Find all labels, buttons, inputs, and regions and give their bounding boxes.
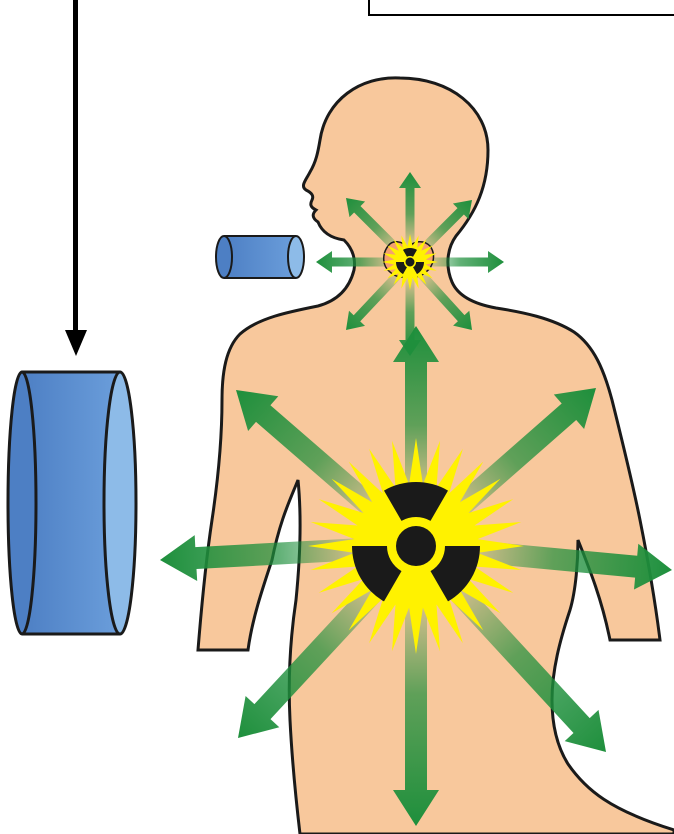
large-detector (8, 372, 136, 634)
small-detector (216, 236, 304, 278)
trefoil-center (406, 258, 415, 267)
trefoil-center (396, 526, 436, 566)
